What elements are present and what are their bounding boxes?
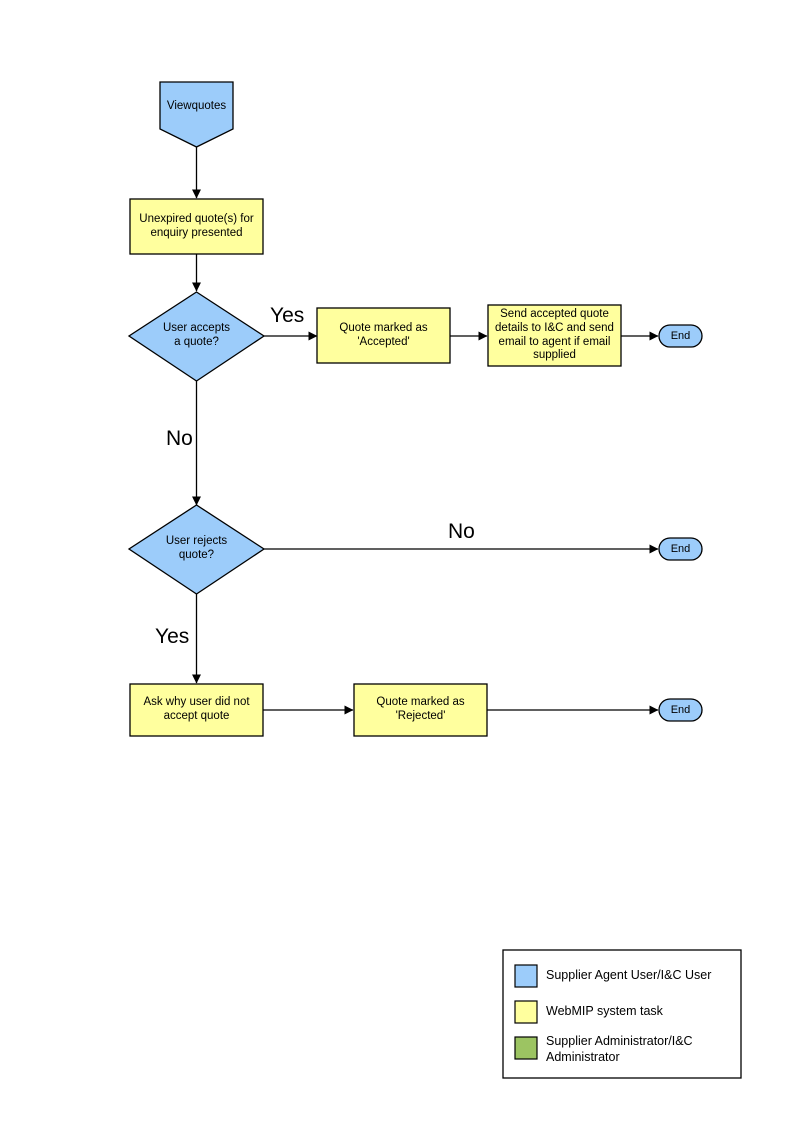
node-end-3[interactable] <box>658 698 703 722</box>
legend-swatch-actor <box>514 964 538 988</box>
node-decision-user-accepts[interactable] <box>127 291 266 382</box>
edge-label-no-accept: No <box>166 427 193 450</box>
edge-label-yes-reject: Yes <box>155 625 190 648</box>
node-quote-marked-accepted[interactable] <box>316 307 451 364</box>
node-send-accepted-details[interactable] <box>487 304 622 367</box>
legend-item-label-admin: Supplier Administrator/I&C Administrator <box>546 1034 693 1064</box>
legend-item-label-system: WebMIP system task <box>546 1004 663 1018</box>
legend-item-label-actor: Supplier Agent User/I&C User <box>546 968 712 982</box>
legend-box <box>502 949 742 1079</box>
edge-label-no-reject: No <box>448 520 475 543</box>
edge-label-yes-accept: Yes <box>270 304 305 327</box>
legend-swatch-system <box>514 1000 538 1024</box>
node-end-2[interactable] <box>658 537 703 561</box>
node-quote-marked-rejected[interactable] <box>353 683 488 737</box>
node-unexpired-quotes[interactable] <box>129 198 264 255</box>
node-start-viewquotes[interactable] <box>159 81 234 148</box>
node-ask-why[interactable] <box>129 683 264 737</box>
connector-group <box>191 146 659 715</box>
node-end-1[interactable] <box>658 324 703 348</box>
legend-swatch-admin <box>514 1036 538 1060</box>
node-decision-user-rejects[interactable] <box>127 504 266 595</box>
